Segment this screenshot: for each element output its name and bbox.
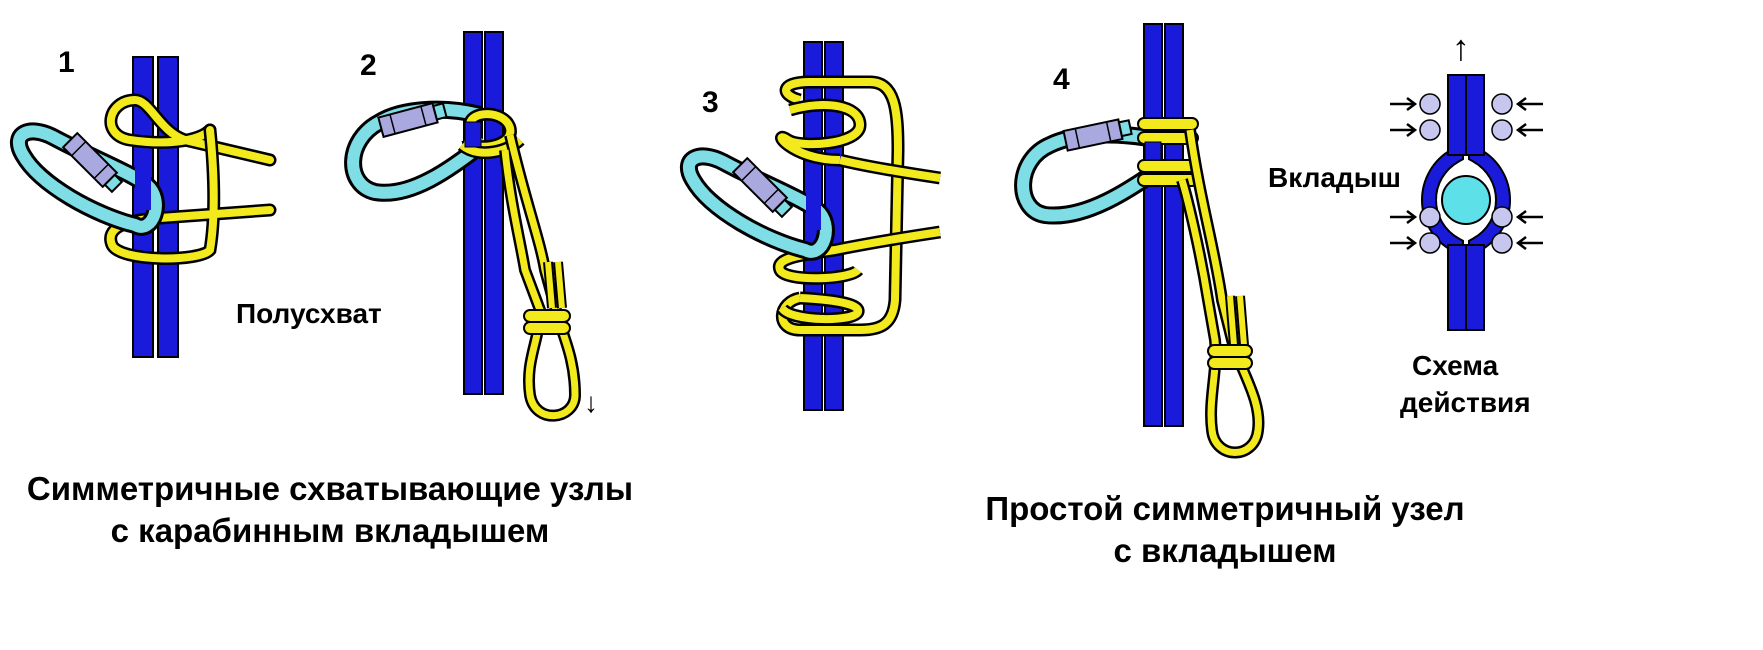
scheme-label-line1: Схема: [1412, 350, 1499, 381]
carabiner-3: [680, 147, 835, 261]
step-number-2: 2: [360, 49, 377, 82]
insert-ball: [1441, 175, 1491, 225]
action-scheme: ↑: [1390, 27, 1543, 331]
main-rope-2: [463, 31, 504, 395]
knot-figure-3: [680, 41, 941, 411]
insert-label: Вкладыш: [1268, 162, 1401, 193]
caption-right-line1: Простой симметричный узел: [985, 490, 1464, 527]
pressure-arrows: [1390, 97, 1543, 250]
knot-figure-1: [10, 56, 277, 358]
cord-4: [1137, 117, 1265, 459]
caption-left-line1: Симметричные схватывающие узлы: [27, 470, 633, 507]
pull-up-arrow: ↑: [1452, 27, 1470, 68]
half-hitch-label: Полусхват: [236, 298, 382, 329]
knot-figure-4: [1014, 23, 1265, 459]
step-number-1: 1: [58, 46, 75, 79]
caption-left-line2: с карабинным вкладышем: [111, 512, 550, 549]
pull-down-arrow: ↓: [584, 387, 598, 418]
knot-figure-2: [344, 31, 581, 422]
carabiner-4: [1014, 116, 1171, 225]
scheme-label-line2: действия: [1400, 387, 1531, 418]
step-number-3: 3: [702, 86, 719, 119]
cord-3: [772, 75, 941, 337]
main-rope-4: [1143, 23, 1184, 427]
carabiner-2: [344, 99, 491, 202]
step-number-4: 4: [1053, 63, 1070, 96]
carabiner-1: [10, 122, 165, 236]
caption-right-line2: с вкладышем: [1113, 532, 1336, 569]
